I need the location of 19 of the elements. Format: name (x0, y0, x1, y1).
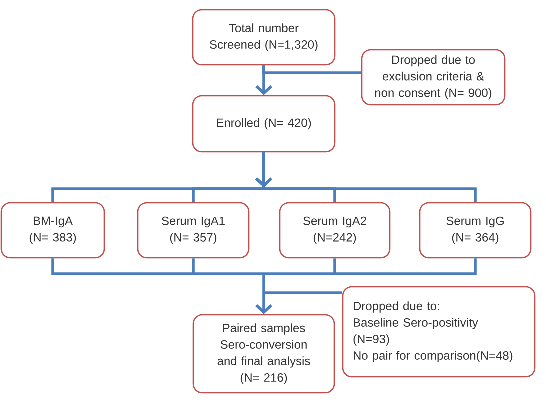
note-box: Dropped due to: Baseline Sero-positivity (N=93) No pair for comparison(N=48) (342, 286, 536, 378)
process-box: Serum IgA2 (N=242) (279, 202, 391, 259)
connector-line (52, 258, 194, 276)
connector-line (192, 258, 195, 274)
note-box: Dropped due to exclusion criteria & non consent (N= 900) (361, 49, 506, 106)
process-box: BM-IgA (N= 383) (0, 202, 106, 259)
process-box: Paired samples Sero-conversion and final analysis (N= 216) (192, 314, 336, 394)
process-box: Total number Screened (N=1,320) (192, 9, 336, 66)
connector-line (334, 258, 336, 274)
connector-line (194, 272, 264, 276)
connector-line (264, 292, 342, 294)
arrow (256, 293, 272, 314)
process-box: Serum IgG (N= 364) (419, 202, 532, 259)
connector-line (335, 258, 477, 276)
process-box: Enrolled (N= 420) (192, 95, 336, 153)
process-box: Serum IgA1 (N= 357) (137, 202, 250, 259)
connector-line (264, 272, 335, 276)
connector-line (262, 66, 362, 74)
connector-line (262, 274, 266, 293)
